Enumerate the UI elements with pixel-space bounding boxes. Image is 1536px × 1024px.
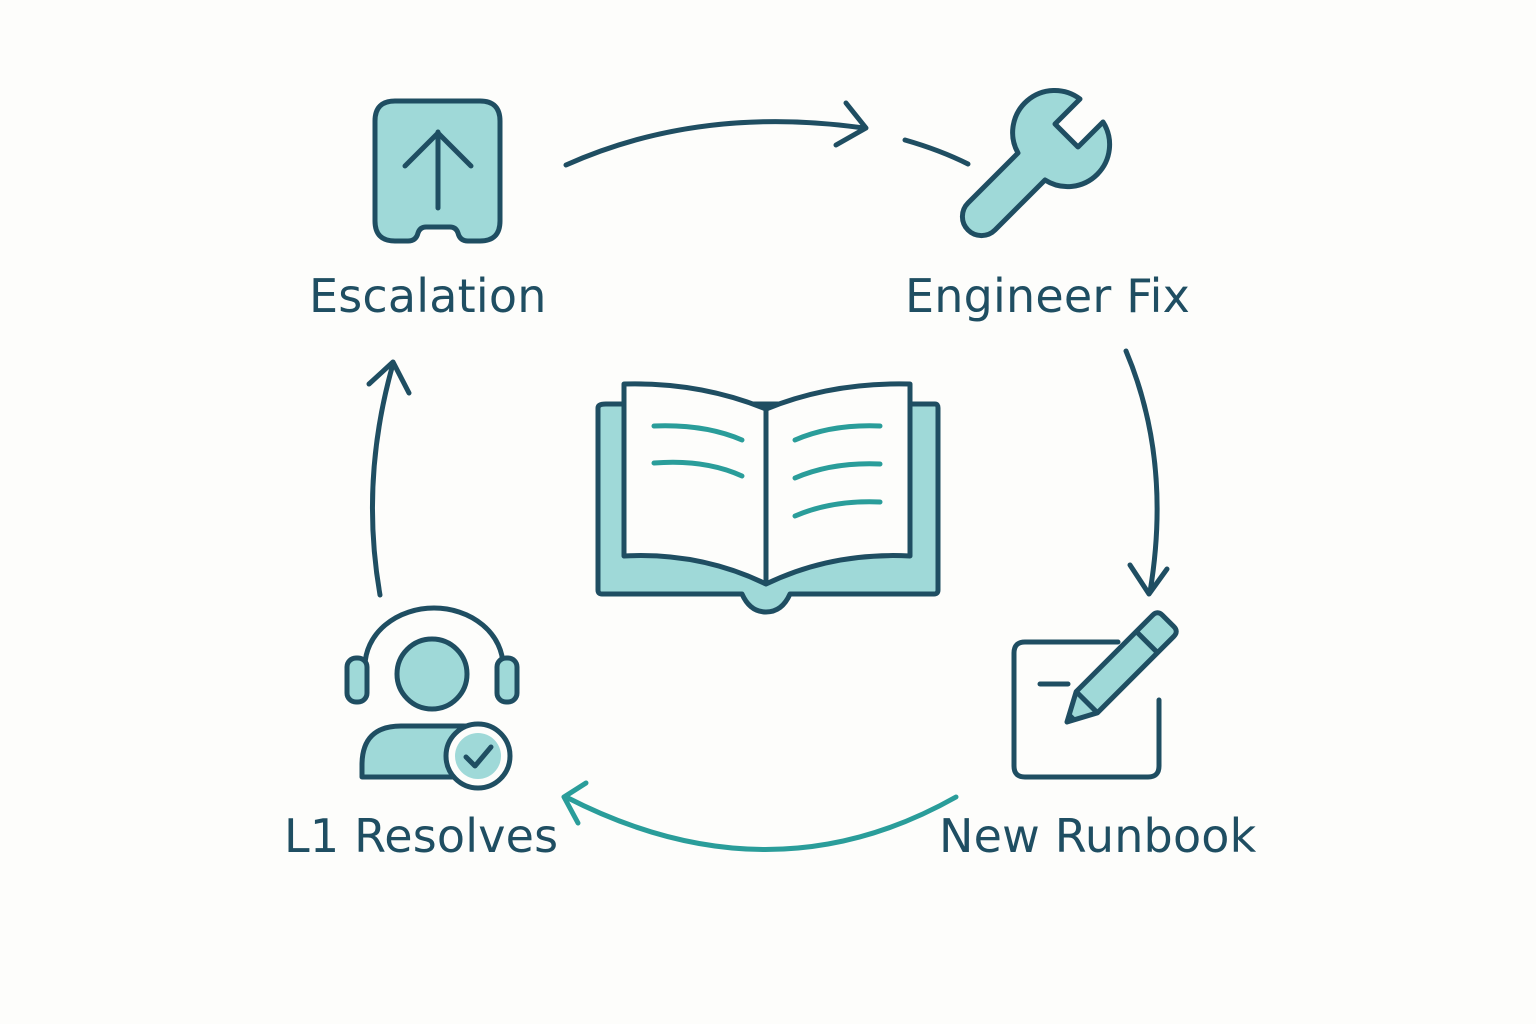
flow-arrow-engineer-to-runbook [1123,348,1170,597]
node-label-engineer-fix: Engineer Fix [905,269,1191,323]
flow-arrow-runbook-to-l1 [561,780,959,852]
flow-arrow-l1-to-escalation [366,359,412,598]
escalation-up-arrow-icon [372,98,503,244]
node-label-l1-resolves: L1 Resolves [284,809,559,863]
edit-pencil-icon [1011,610,1179,780]
node-label-new-runbook: New Runbook [939,809,1257,863]
support-agent-check-icon [344,605,520,791]
open-book-icon [595,381,941,615]
flow-arrow-escalation-to-engineer [563,100,971,168]
wrench-icon [959,88,1113,239]
node-label-escalation: Escalation [309,269,547,323]
